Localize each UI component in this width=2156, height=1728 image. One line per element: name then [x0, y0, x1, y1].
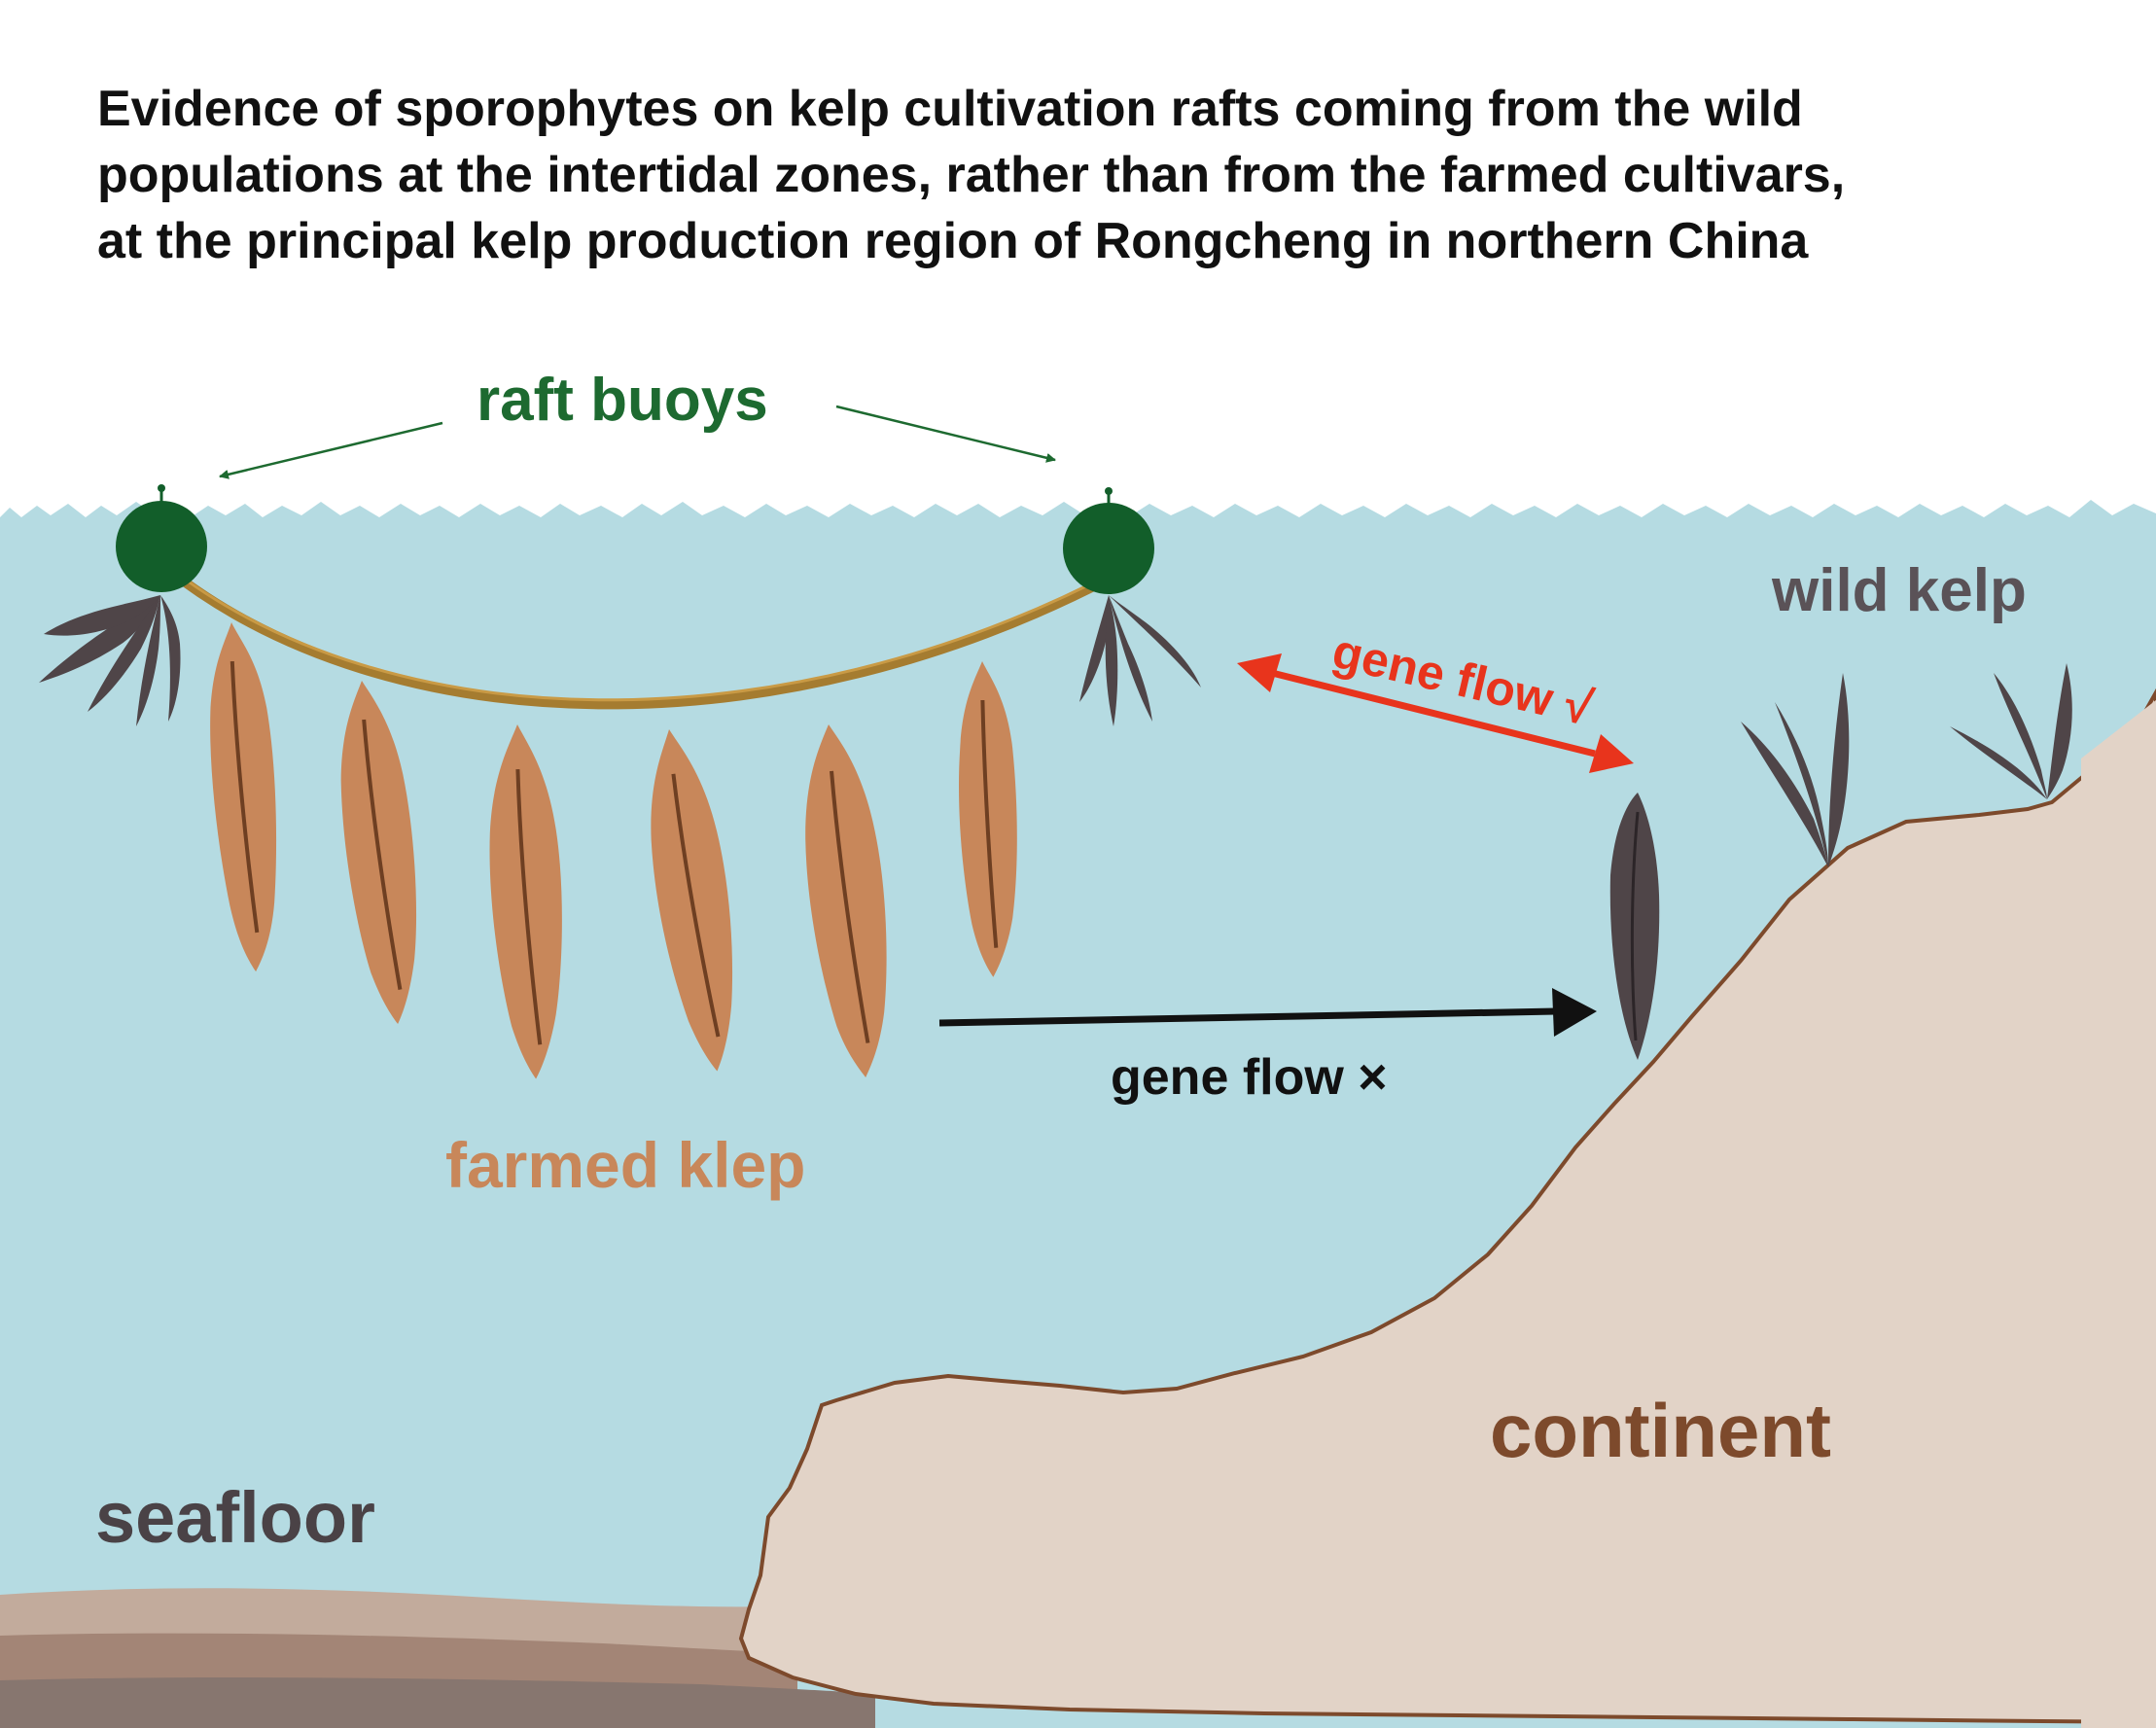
farmed-kelp-group: [210, 622, 1017, 1079]
raft-buoy-left: [116, 484, 207, 592]
wild-kelp-on-slope-cluster-2: [1950, 663, 2072, 799]
farmed-kelp-blade: [651, 729, 733, 1072]
wild-kelp-cluster-right: [1079, 595, 1201, 726]
wild-kelp-label: wild kelp: [1772, 557, 2027, 624]
raft-buoys-label: raft buoys: [477, 367, 768, 434]
farmed-kelp-blade: [489, 724, 562, 1079]
farmed-kelp-label: farmed klep: [445, 1129, 806, 1201]
farmed-kelp-blade: [805, 724, 887, 1078]
title-line-1: Evidence of sporophytes on kelp cultivat…: [97, 81, 1803, 137]
wild-kelp-on-slope-cluster-1: [1741, 673, 1850, 867]
diagram-title: Evidence of sporophytes on kelp cultivat…: [97, 76, 2120, 274]
continent-label: continent: [1490, 1388, 1831, 1473]
continent: [738, 688, 2156, 1728]
raft-buoys-arrow-right: [835, 405, 1056, 463]
raft-buoys-arrow-left: [219, 421, 443, 479]
raft-rope-highlight: [166, 564, 1119, 702]
gene-flow-no-arrow: [938, 988, 1597, 1037]
farmed-kelp-blade: [210, 622, 277, 972]
title-line-2: populations at the intertidal zones, rat…: [97, 147, 1846, 203]
wild-kelp-on-slope-tall: [1609, 793, 1660, 1060]
raft-rope: [162, 564, 1123, 710]
wild-kelp-cluster-left: [39, 595, 181, 726]
seafloor-layer-bottom: [0, 1677, 875, 1728]
seafloor-label: seafloor: [95, 1477, 375, 1558]
gene-flow-no-label: gene flow ×: [1111, 1049, 1388, 1106]
farmed-kelp-blade: [340, 681, 417, 1025]
gene-flow-yes-arrow: [1237, 653, 1634, 773]
title-line-3: at the principal kelp production region …: [97, 213, 1809, 269]
raft-buoy-right: [1063, 487, 1154, 594]
farmed-kelp-blade: [959, 661, 1017, 977]
continent-fill-patch: [2081, 700, 2156, 1728]
